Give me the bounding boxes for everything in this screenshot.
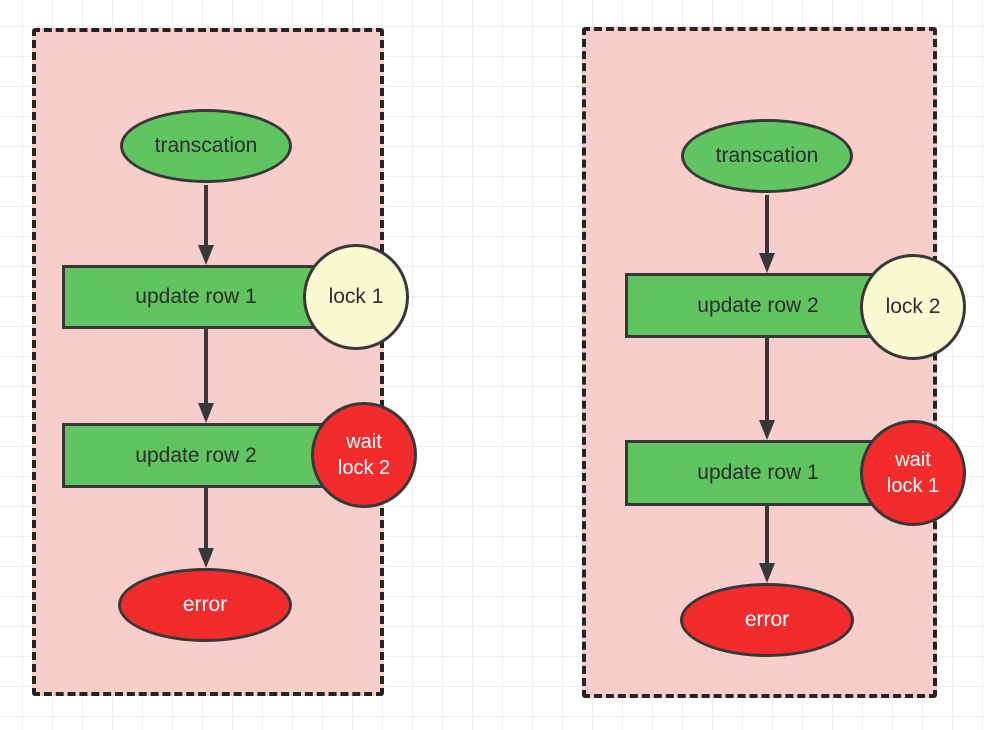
transaction-2-arrow-1-head xyxy=(759,253,775,273)
transaction-2-arrow-1-line xyxy=(765,195,769,253)
transaction-2-step-1-box: update row 2 xyxy=(625,273,891,338)
transaction-1-step-2-box: update row 2 xyxy=(62,423,330,488)
transaction-1-step-2-label: update row 2 xyxy=(135,443,257,467)
transaction-2-arrow-2-head xyxy=(759,420,775,440)
transaction-2-error-ellipse: error xyxy=(680,583,854,657)
transaction-1-wait-label-line-1: wait xyxy=(346,431,382,453)
transaction-2-wait-badge: wait lock 1 xyxy=(860,420,966,526)
transaction-1-start-ellipse: transcation xyxy=(120,109,292,183)
transaction-1-lock-badge: lock 1 xyxy=(303,244,409,350)
transaction-2-start-ellipse: transcation xyxy=(681,119,853,193)
transaction-2-lock-label: lock 2 xyxy=(885,295,941,319)
transaction-2-wait-label-line-2: lock 1 xyxy=(886,475,940,497)
transaction-1-arrow-2-line xyxy=(204,329,208,403)
transaction-2-step-1-label: update row 2 xyxy=(697,293,819,317)
transaction-1-step-1-box: update row 1 xyxy=(62,265,330,329)
transaction-2-arrow-3-line xyxy=(765,506,769,563)
transaction-1-arrow-1-line xyxy=(204,185,208,245)
transaction-1-error-label: error xyxy=(182,593,228,617)
transaction-1-wait-badge: wait lock 2 xyxy=(311,402,417,508)
transaction-2-error-label: error xyxy=(744,608,790,632)
transaction-1-start-label: transcation xyxy=(154,134,258,158)
transaction-2-start-label: transcation xyxy=(715,144,819,168)
transaction-2-step-2-label: update row 1 xyxy=(697,461,819,485)
transaction-1-arrow-1-head xyxy=(198,245,214,265)
transaction-1-arrow-2-head xyxy=(198,403,214,423)
transaction-1-wait-label-line-2: lock 2 xyxy=(337,457,391,479)
transaction-1-arrow-3-head xyxy=(198,548,214,568)
transaction-1-arrow-3-line xyxy=(204,488,208,548)
transaction-2-arrow-2-line xyxy=(765,338,769,420)
transaction-1-error-ellipse: error xyxy=(118,568,292,642)
transaction-2-step-2-box: update row 1 xyxy=(625,440,891,506)
transaction-2-lock-badge: lock 2 xyxy=(860,254,966,360)
transaction-2-arrow-3-head xyxy=(759,563,775,583)
transaction-2-wait-label-line-1: wait xyxy=(895,449,931,471)
transaction-1-lock-label: lock 1 xyxy=(328,285,384,309)
transaction-1-step-1-label: update row 1 xyxy=(135,285,257,309)
